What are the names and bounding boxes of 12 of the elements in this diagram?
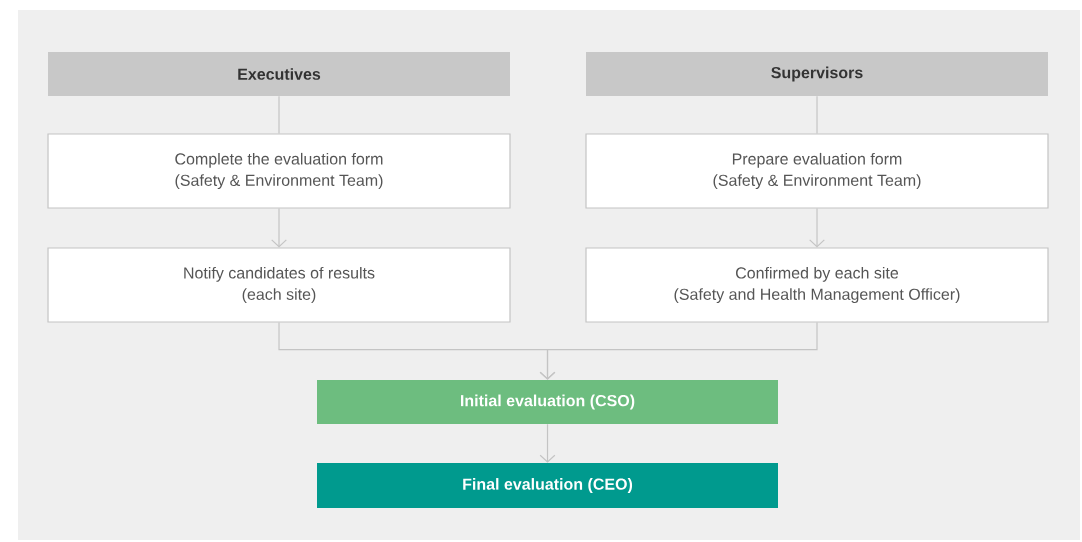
process-box: Notify candidates of results (each site) <box>47 247 511 323</box>
process-box: Final evaluation (CEO) <box>317 463 778 508</box>
process-box: Complete the evaluation form (Safety & Environment Team) <box>47 133 511 209</box>
process-box: Prepare evaluation form (Safety & Environment Team) <box>585 133 1049 209</box>
process-box: Confirmed by each site (Safety and Health Management Officer) <box>585 247 1049 323</box>
arrow <box>809 208 825 248</box>
arrow <box>539 423 556 463</box>
header-box: Supervisors <box>586 52 1048 96</box>
header-box: Executives <box>48 52 510 96</box>
process-box: Initial evaluation (CSO) <box>317 380 778 424</box>
arrow <box>271 208 287 248</box>
arrow <box>539 322 818 380</box>
